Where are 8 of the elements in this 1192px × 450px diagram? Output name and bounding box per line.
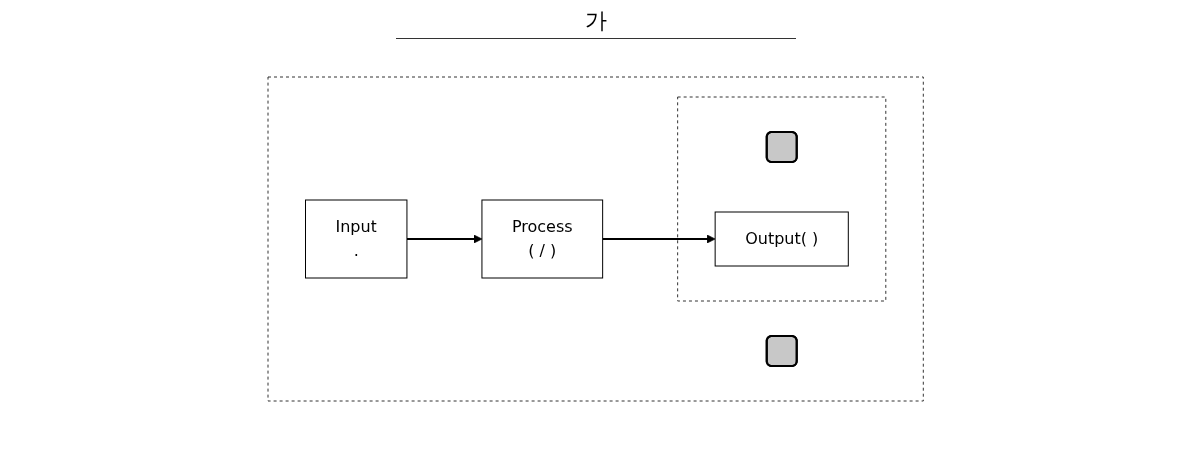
node-box: Output( ) xyxy=(715,211,850,267)
title: 가 xyxy=(396,6,796,39)
cluster xyxy=(677,96,887,302)
arrow xyxy=(406,234,483,244)
node-box: Process ( / ) xyxy=(481,199,604,279)
arrow xyxy=(602,234,716,244)
cluster xyxy=(267,76,925,402)
node-box: Input . xyxy=(305,199,408,279)
